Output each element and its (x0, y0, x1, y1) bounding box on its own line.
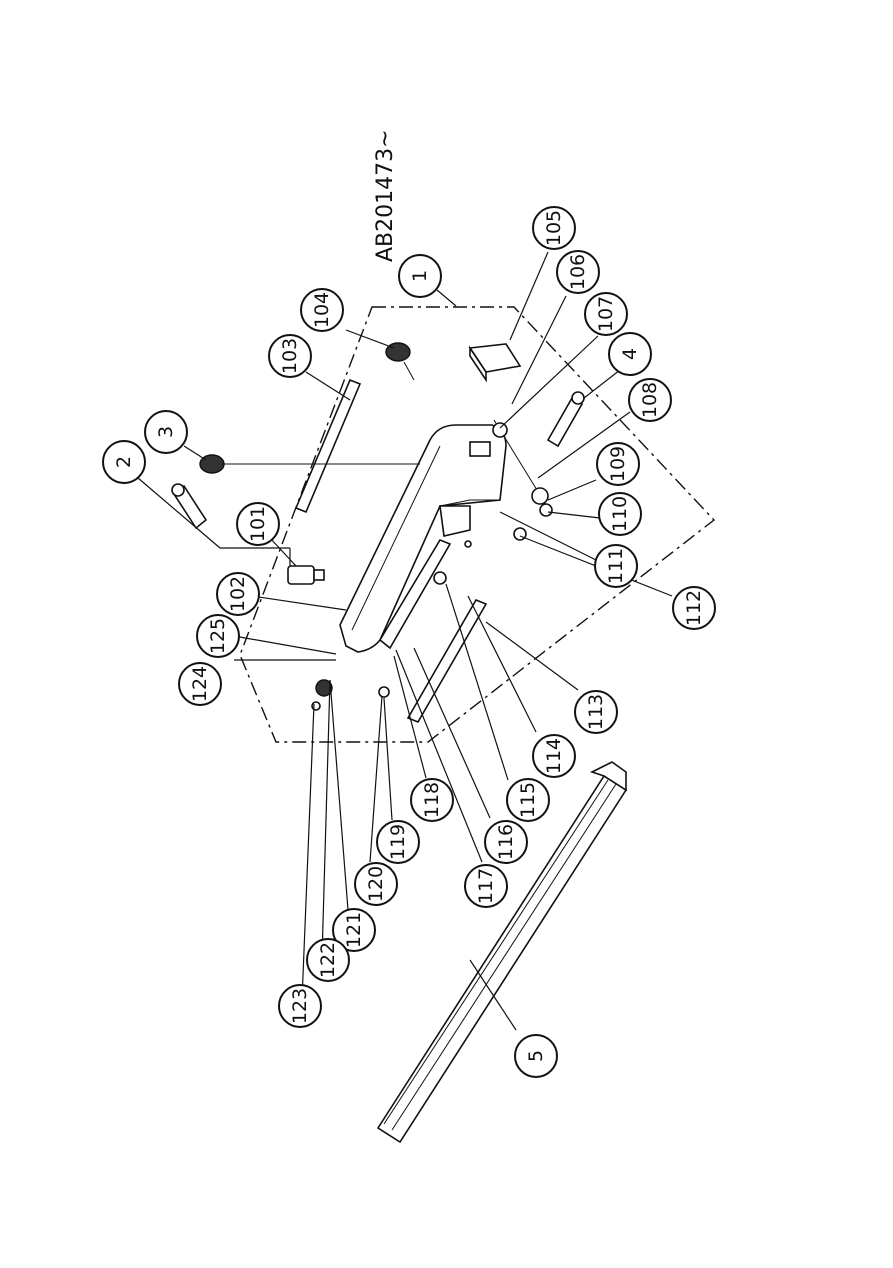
callout-110: 110 (598, 492, 642, 536)
handle-2 (171, 483, 208, 530)
callout-115: 115 (506, 778, 550, 822)
callout-118: 118 (410, 778, 454, 822)
callout-103-label: 103 (279, 338, 301, 374)
leader-lines (137, 251, 673, 1031)
callout-112: 112 (672, 586, 716, 630)
callout-120: 120 (354, 862, 398, 906)
knob-3 (199, 454, 420, 474)
callout-101-label: 101 (247, 506, 269, 542)
callout-112-label: 112 (683, 590, 705, 626)
callouts: 1 2 3 4 5 101 102 103 (102, 206, 716, 1078)
assembly-outline (239, 306, 716, 743)
hardware-cluster (311, 540, 472, 711)
callout-111-label: 111 (605, 548, 627, 584)
callout-116: 116 (484, 820, 528, 864)
callout-122: 122 (306, 938, 350, 982)
cylinder-101 (287, 565, 325, 585)
guide-strip-103 (294, 378, 362, 514)
callout-107: 107 (584, 292, 628, 336)
callout-113: 113 (574, 690, 618, 734)
handle-4 (546, 391, 585, 448)
callout-123-label: 123 (289, 988, 311, 1024)
callout-122-label: 122 (317, 942, 339, 978)
callout-113-label: 113 (585, 694, 607, 730)
callout-119-label: 119 (387, 824, 409, 860)
rail (376, 761, 628, 1144)
callout-2: 2 (102, 440, 146, 484)
callout-4: 4 (608, 332, 652, 376)
knob-104 (385, 342, 415, 381)
lower-strip (378, 539, 488, 724)
callout-110-label: 110 (609, 496, 631, 532)
callout-121: 121 (332, 908, 376, 952)
callout-106: 106 (556, 250, 600, 294)
callout-5-label: 5 (525, 1050, 547, 1062)
callout-116-label: 116 (495, 824, 517, 860)
callout-120-label: 120 (365, 866, 387, 902)
callout-4-label: 4 (619, 348, 641, 360)
callout-114-label: 114 (543, 738, 565, 774)
callout-1: 1 (398, 254, 442, 298)
callout-118-label: 118 (421, 782, 443, 818)
callout-107-label: 107 (595, 296, 617, 332)
callout-125-label: 125 (207, 618, 229, 654)
callout-1-label: 1 (409, 270, 431, 282)
callout-124: 124 (178, 662, 222, 706)
serial-note: AB201473~ (373, 129, 398, 262)
callout-109-label: 109 (607, 446, 629, 482)
block-105 (468, 343, 522, 383)
callout-3-label: 3 (155, 426, 177, 438)
callout-106-label: 106 (567, 254, 589, 290)
callout-115-label: 115 (517, 782, 539, 818)
callout-108-label: 108 (639, 382, 661, 418)
callout-105: 105 (532, 206, 576, 250)
callout-101: 101 (236, 502, 280, 546)
callout-102-label: 102 (227, 576, 249, 612)
callout-109: 109 (596, 442, 640, 486)
callout-5: 5 (514, 1034, 558, 1078)
callout-125: 125 (196, 614, 240, 658)
callout-108: 108 (628, 378, 672, 422)
callout-123: 123 (278, 984, 322, 1028)
callout-105-label: 105 (543, 210, 565, 246)
callout-103: 103 (268, 334, 312, 378)
callout-111: 111 (594, 544, 638, 588)
callout-124-label: 124 (189, 666, 211, 702)
callout-2-label: 2 (113, 456, 135, 468)
callout-104-label: 104 (311, 292, 333, 328)
callout-117-label: 117 (475, 868, 497, 904)
callout-119: 119 (376, 820, 420, 864)
callout-121-label: 121 (343, 912, 365, 948)
callout-117: 117 (464, 864, 508, 908)
callout-3: 3 (144, 410, 188, 454)
callout-114: 114 (532, 734, 576, 778)
main-housing (339, 424, 507, 653)
callout-102: 102 (216, 572, 260, 616)
callout-104: 104 (300, 288, 344, 332)
